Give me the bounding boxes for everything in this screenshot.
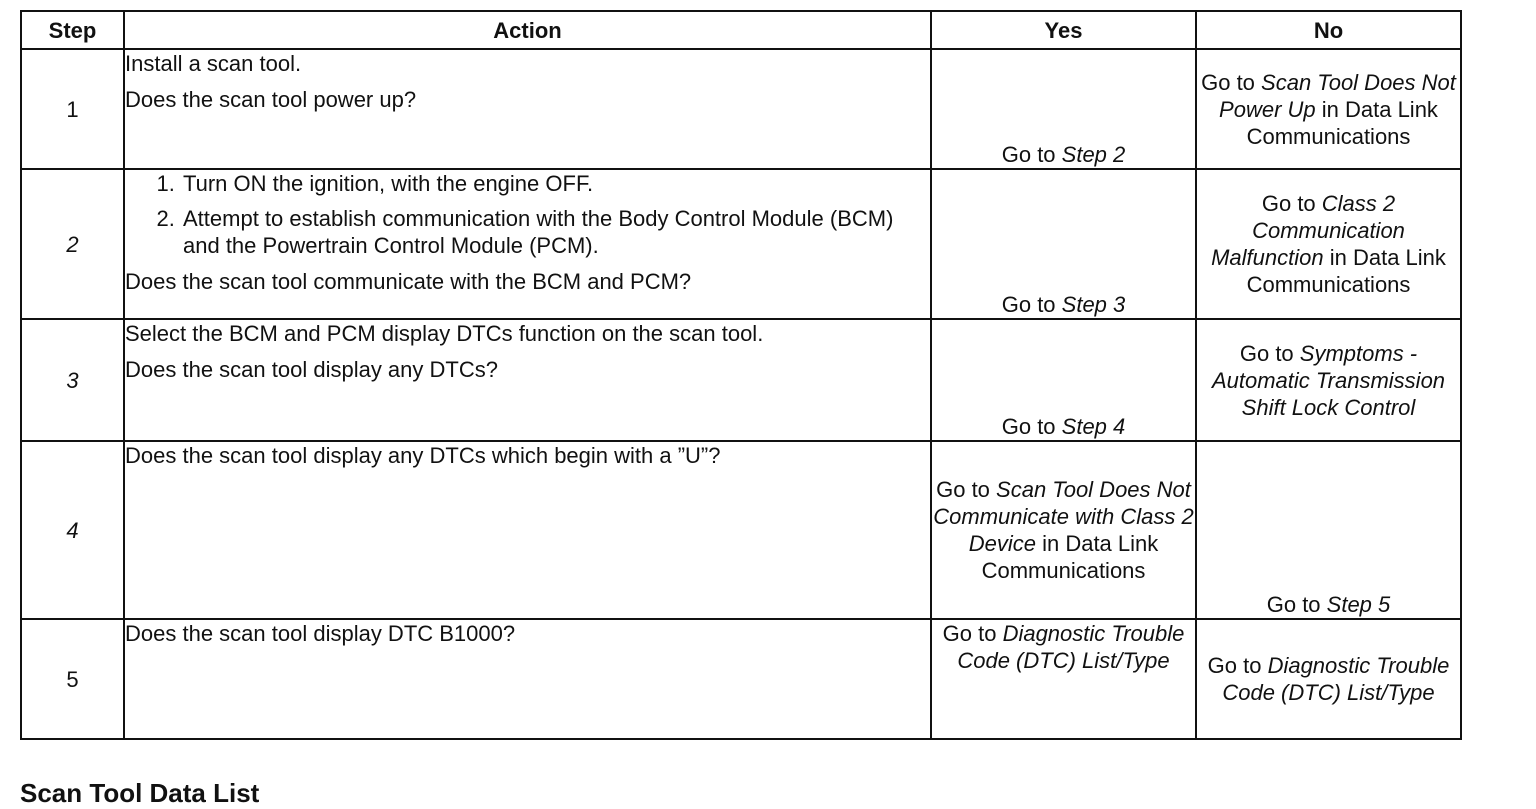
result-prefix: Go to bbox=[1001, 414, 1062, 439]
result-prefix: Go to bbox=[1201, 69, 1262, 95]
no-result: Go to Symptoms - Automatic Transmission … bbox=[1195, 318, 1462, 442]
action-question: Does the scan tool display any DTCs? bbox=[125, 357, 498, 382]
diagnostic-table-container: Step Action Yes No 1 Install a scan tool… bbox=[20, 10, 1462, 740]
action-question: Does the scan tool power up? bbox=[125, 87, 417, 112]
table-row: 5 Does the scan tool display DTC B1000? … bbox=[20, 618, 1462, 740]
procedure-link[interactable]: Scan Tool Does Not Communicate with Clas… bbox=[933, 477, 1194, 556]
action-instruction: Install a scan tool. bbox=[125, 51, 302, 76]
result-suffix: in Data Link Communications bbox=[1246, 96, 1438, 149]
procedure-link[interactable]: Diagnostic Trouble Code (DTC) List/Type bbox=[957, 621, 1185, 673]
table-row: 1 Install a scan tool. Does the scan too… bbox=[20, 48, 1462, 170]
yes-result: Go to Diagnostic Trouble Code (DTC) List… bbox=[930, 618, 1197, 740]
table-row: 3 Select the BCM and PCM display DTCs fu… bbox=[20, 318, 1462, 442]
result-prefix: Go to bbox=[1239, 340, 1300, 366]
step-number: 3 bbox=[20, 318, 125, 442]
header-action: Action bbox=[123, 10, 932, 50]
yes-result: Go to Step 2 bbox=[930, 48, 1197, 170]
diagnostic-table: Step Action Yes No 1 Install a scan tool… bbox=[20, 10, 1462, 740]
procedure-link[interactable]: Scan Tool Does Not Power Up bbox=[1219, 69, 1456, 122]
action-instruction: Select the BCM and PCM display DTCs func… bbox=[125, 321, 764, 346]
action-cell: Does the scan tool display DTC B1000? bbox=[123, 618, 932, 740]
table-row: 2 Turn ON the ignition, with the engine … bbox=[20, 168, 1462, 320]
table-row: 4 Does the scan tool display any DTCs wh… bbox=[20, 440, 1462, 620]
table-header-row: Step Action Yes No bbox=[20, 10, 1462, 50]
yes-result: Go to Scan Tool Does Not Communicate wit… bbox=[930, 440, 1197, 620]
header-yes: Yes bbox=[930, 10, 1197, 50]
result-prefix: Go to bbox=[1266, 592, 1327, 617]
action-cell: Install a scan tool. Does the scan tool … bbox=[123, 48, 932, 170]
step-link[interactable]: Step 4 bbox=[1061, 414, 1126, 439]
result-prefix: Go to bbox=[1001, 292, 1062, 317]
procedure-link[interactable]: Class 2 Communication Malfunction bbox=[1211, 191, 1405, 270]
action-steps-list: Turn ON the ignition, with the engine OF… bbox=[125, 170, 930, 259]
result-prefix: Go to bbox=[936, 477, 997, 502]
result-suffix: in Data Link Communications bbox=[1246, 245, 1446, 297]
procedure-link[interactable]: Symptoms - Automatic Transmission Shift … bbox=[1211, 340, 1446, 420]
step-number: 4 bbox=[20, 440, 125, 620]
step-number: 2 bbox=[20, 168, 125, 320]
next-section-heading: Scan Tool Data List bbox=[20, 778, 260, 808]
no-result: Go to Diagnostic Trouble Code (DTC) List… bbox=[1195, 618, 1462, 740]
procedure-link[interactable]: Diagnostic Trouble Code (DTC) List/Type bbox=[1222, 653, 1450, 705]
action-cell: Turn ON the ignition, with the engine OF… bbox=[123, 168, 932, 320]
result-prefix: Go to bbox=[1001, 142, 1062, 167]
result-prefix: Go to bbox=[1207, 653, 1268, 678]
action-question: Does the scan tool communicate with the … bbox=[125, 269, 692, 294]
action-question: Does the scan tool display any DTCs whic… bbox=[125, 443, 721, 468]
action-question: Does the scan tool display DTC B1000? bbox=[125, 621, 516, 646]
step-link[interactable]: Step 2 bbox=[1061, 142, 1126, 167]
step-link[interactable]: Step 5 bbox=[1326, 592, 1391, 617]
result-prefix: Go to bbox=[942, 621, 1003, 646]
action-step-item: Turn ON the ignition, with the engine OF… bbox=[181, 170, 930, 197]
step-number: 1 bbox=[20, 48, 125, 170]
yes-result: Go to Step 3 bbox=[930, 168, 1197, 320]
step-link[interactable]: Step 3 bbox=[1061, 292, 1126, 317]
result-suffix: in Data Link Communications bbox=[981, 531, 1159, 583]
no-result: Go to Class 2 Communication Malfunction … bbox=[1195, 168, 1462, 320]
action-cell: Does the scan tool display any DTCs whic… bbox=[123, 440, 932, 620]
step-number: 5 bbox=[20, 618, 125, 740]
result-prefix: Go to bbox=[1261, 191, 1322, 216]
no-result: Go to Step 5 bbox=[1195, 440, 1462, 620]
yes-result: Go to Step 4 bbox=[930, 318, 1197, 442]
header-no: No bbox=[1195, 10, 1462, 50]
no-result: Go to Scan Tool Does Not Power Up in Dat… bbox=[1195, 48, 1462, 170]
header-step: Step bbox=[20, 10, 125, 50]
action-step-item: Attempt to establish communication with … bbox=[181, 205, 930, 259]
action-cell: Select the BCM and PCM display DTCs func… bbox=[123, 318, 932, 442]
